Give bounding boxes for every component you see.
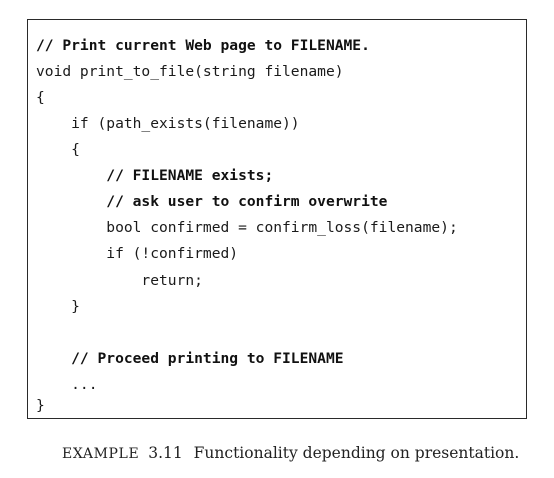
code-line: if (!confirmed)	[36, 245, 239, 262]
figure-caption: EXAMPLE 3.11 Functionality depending on …	[62, 441, 519, 465]
code-line: {	[36, 141, 80, 158]
code-line: return;	[36, 272, 203, 289]
caption-number: 3.11	[148, 444, 183, 462]
code-line: bool confirmed = confirm_loss(filename);	[36, 219, 458, 236]
code-line: void print_to_file(string filename)	[36, 63, 344, 80]
code-line: // FILENAME exists;	[36, 167, 274, 184]
code-line: {	[36, 89, 45, 106]
code-line: }	[36, 298, 80, 315]
caption-text: Functionality depending on presentation.	[193, 444, 520, 462]
code-line: // Print current Web page to FILENAME.	[36, 37, 370, 54]
code-line: // ask user to confirm overwrite	[36, 193, 388, 210]
code-listing: // Print current Web page to FILENAME. v…	[27, 19, 527, 419]
caption-label: EXAMPLE	[62, 446, 140, 462]
code-line: ...	[36, 376, 98, 393]
code-line: if (path_exists(filename))	[36, 115, 300, 132]
code-line: }	[36, 397, 45, 414]
code-line: // Proceed printing to FILENAME	[36, 350, 344, 367]
